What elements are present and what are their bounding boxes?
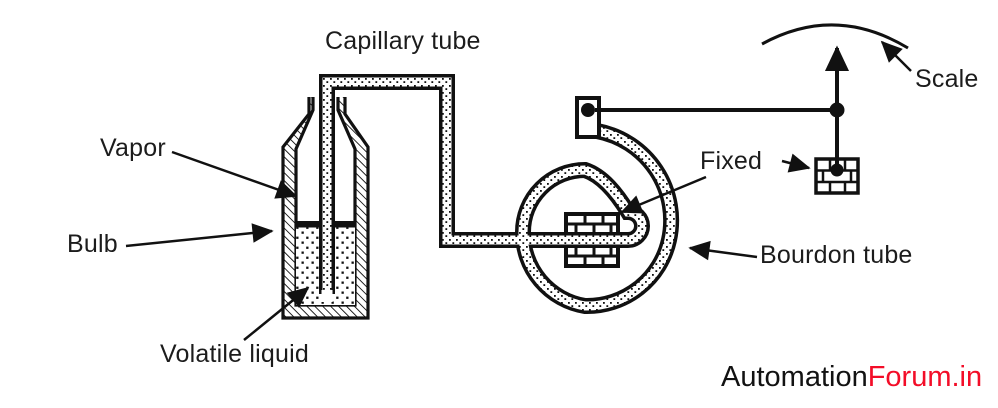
scale-arc — [761, 23, 909, 50]
bourdon-tube-label: Bourdon tube — [760, 241, 913, 269]
pointer-pivot — [829, 102, 845, 118]
bulb-arrow — [125, 223, 274, 248]
watermark: AutomationForum.in — [721, 363, 982, 392]
pointer-linkage — [575, 23, 909, 195]
watermark-red: Forum.in — [867, 361, 983, 393]
bulb-label: Bulb — [67, 230, 118, 258]
link-pin — [581, 103, 595, 117]
vapor-label: Vapor — [100, 134, 166, 162]
capillary-and-bourdon-tube — [319, 74, 680, 315]
bourdon-tube-arrow — [688, 240, 758, 261]
volatile-liquid-label: Volatile liquid — [160, 340, 309, 368]
label-arrows — [125, 40, 912, 341]
fixed-anchor-arrow — [781, 153, 811, 173]
scale-arrow — [880, 40, 912, 72]
vapor-arrow — [171, 150, 298, 199]
scale-label: Scale — [915, 65, 979, 93]
fixed-arrow — [620, 175, 707, 214]
fixed-label: Fixed — [700, 147, 763, 175]
watermark-black: Automation — [721, 361, 868, 393]
capillary-tube-label: Capillary tube — [325, 27, 481, 55]
volatile-liquid-arrow — [243, 286, 310, 341]
anchor-pin — [830, 163, 844, 177]
